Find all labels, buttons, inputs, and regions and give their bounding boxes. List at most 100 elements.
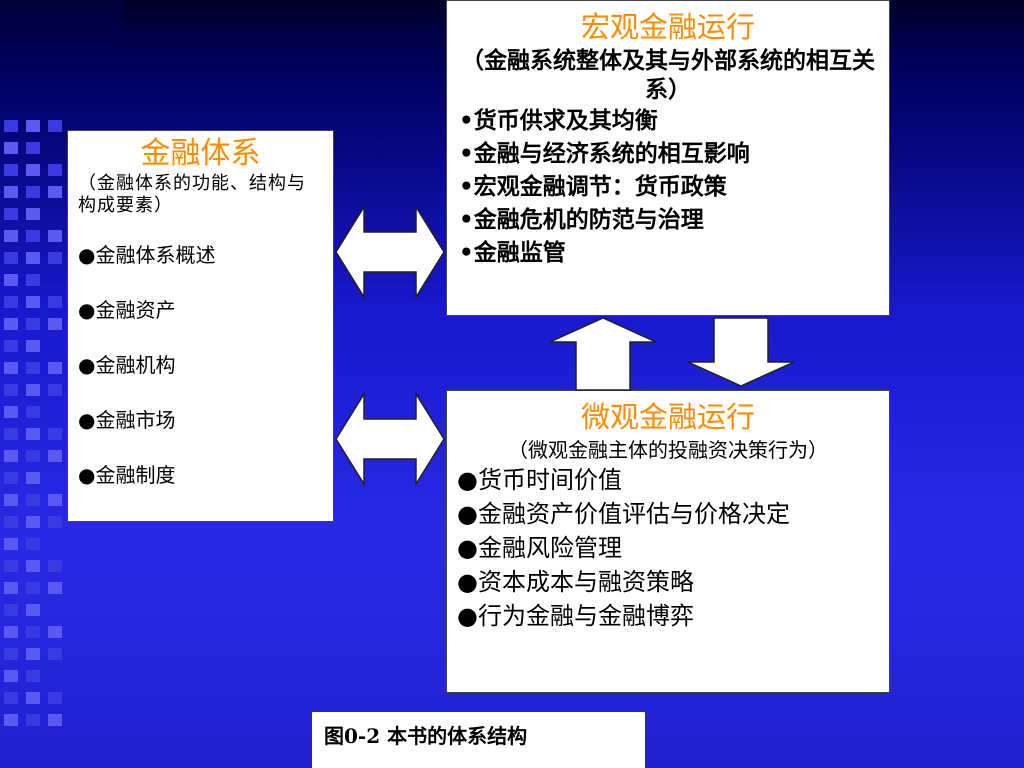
up-arrow-icon	[549, 317, 657, 391]
decorative-square	[4, 692, 18, 704]
decorative-square	[26, 384, 40, 396]
decorative-square	[48, 384, 62, 396]
decorative-square	[26, 274, 40, 286]
decorative-square	[26, 494, 40, 506]
decorative-square	[48, 428, 62, 440]
decorative-square	[4, 582, 18, 594]
double-arrow-icon	[335, 391, 445, 487]
decorative-square	[48, 120, 62, 132]
list-item: ●金融市场	[78, 408, 176, 432]
decorative-square	[26, 626, 40, 638]
decorative-square	[48, 692, 62, 704]
macro-finance-subtitle: （金融系统整体及其与外部系统的相互关系）	[461, 48, 875, 103]
decorative-square	[26, 516, 40, 528]
decorative-square	[26, 670, 40, 682]
decorative-square	[26, 406, 40, 418]
decorative-square	[26, 142, 40, 154]
micro-finance-subtitle: （微观金融主体的投融资决策行为）	[508, 438, 828, 462]
decorative-square	[4, 604, 18, 616]
decorative-square	[26, 230, 40, 242]
decorative-square	[4, 384, 18, 396]
list-item: •金融与经济系统的相互影响	[459, 141, 750, 167]
decorative-square	[4, 714, 18, 726]
macro-finance-box: 宏观金融运行 （金融系统整体及其与外部系统的相互关系） •货币供求及其均衡 •金…	[446, 0, 890, 316]
list-item: ●金融机构	[78, 353, 176, 377]
decorative-square	[4, 120, 18, 132]
decorative-square	[26, 560, 40, 572]
decorative-square	[48, 560, 62, 572]
decorative-square	[4, 164, 18, 176]
list-item: ●货币时间价值	[457, 466, 622, 494]
list-item: •货币供求及其均衡	[459, 108, 658, 134]
decorative-square	[4, 340, 18, 352]
financial-system-box: 金融体系 （金融体系的功能、结构与构成要素） ●金融体系概述 ●金融资产 ●金融…	[67, 130, 334, 522]
decorative-square	[4, 208, 18, 220]
decorative-square	[48, 186, 62, 198]
micro-finance-box: 微观金融运行 （微观金融主体的投融资决策行为） ●货币时间价值 ●金融资产价值评…	[446, 390, 890, 693]
decorative-squares	[0, 0, 62, 768]
list-item: •金融危机的防范与治理	[459, 207, 704, 233]
down-arrow-icon	[687, 317, 795, 387]
decorative-square	[26, 648, 40, 660]
decorative-square	[48, 450, 62, 462]
decorative-square	[26, 538, 40, 550]
decorative-square	[48, 626, 62, 638]
decorative-square	[4, 142, 18, 154]
list-item: ●资本成本与融资策略	[457, 568, 694, 596]
double-arrow-icon	[335, 204, 445, 300]
list-item: ●金融风险管理	[457, 534, 622, 562]
decorative-square	[4, 560, 18, 572]
list-item: •金融监管	[459, 240, 566, 266]
decorative-square	[26, 428, 40, 440]
decorative-square	[26, 164, 40, 176]
macro-finance-title: 宏观金融运行	[580, 10, 755, 44]
financial-system-title: 金融体系	[140, 136, 261, 171]
decorative-square	[4, 186, 18, 198]
decorative-square	[48, 714, 62, 726]
decorative-square	[4, 362, 18, 374]
decorative-square	[48, 318, 62, 330]
decorative-square	[4, 648, 18, 660]
decorative-square	[4, 252, 18, 264]
decorative-square	[4, 230, 18, 242]
decorative-square	[48, 582, 62, 594]
list-item: ●金融资产价值评估与价格决定	[457, 500, 790, 528]
decorative-square	[26, 582, 40, 594]
micro-finance-title: 微观金融运行	[580, 400, 755, 434]
decorative-square	[4, 450, 18, 462]
decorative-square	[4, 318, 18, 330]
decorative-square	[48, 516, 62, 528]
list-item: ●行为金融与金融博弈	[457, 602, 694, 630]
decorative-square	[4, 274, 18, 286]
decorative-square	[26, 340, 40, 352]
decorative-square	[4, 296, 18, 308]
decorative-square	[26, 604, 40, 616]
decorative-square	[4, 626, 18, 638]
decorative-square	[26, 362, 40, 374]
decorative-square	[26, 208, 40, 220]
list-item: ●金融制度	[78, 463, 176, 487]
decorative-square	[48, 296, 62, 308]
decorative-square	[26, 186, 40, 198]
decorative-square	[4, 670, 18, 682]
decorative-square	[48, 252, 62, 264]
decorative-square	[26, 472, 40, 484]
financial-system-subtitle: （金融体系的功能、结构与构成要素）	[78, 173, 306, 216]
decorative-square	[26, 450, 40, 462]
list-item: ●金融资产	[78, 298, 176, 322]
decorative-square	[26, 318, 40, 330]
decorative-square	[48, 494, 62, 506]
decorative-square	[48, 230, 62, 242]
decorative-square	[4, 494, 18, 506]
list-item: ●金融体系概述	[78, 243, 216, 267]
decorative-square	[48, 164, 62, 176]
decorative-square	[4, 538, 18, 550]
decorative-square	[26, 692, 40, 704]
decorative-square	[26, 252, 40, 264]
figure-caption: 图0-2 本书的体系结构	[312, 712, 645, 768]
decorative-square	[26, 120, 40, 132]
decorative-square	[26, 296, 40, 308]
decorative-square	[4, 428, 18, 440]
decorative-square	[26, 714, 40, 726]
financial-system-items: ●金融体系概述 ●金融资产 ●金融机构 ●金融市场 ●金融制度	[78, 243, 323, 487]
